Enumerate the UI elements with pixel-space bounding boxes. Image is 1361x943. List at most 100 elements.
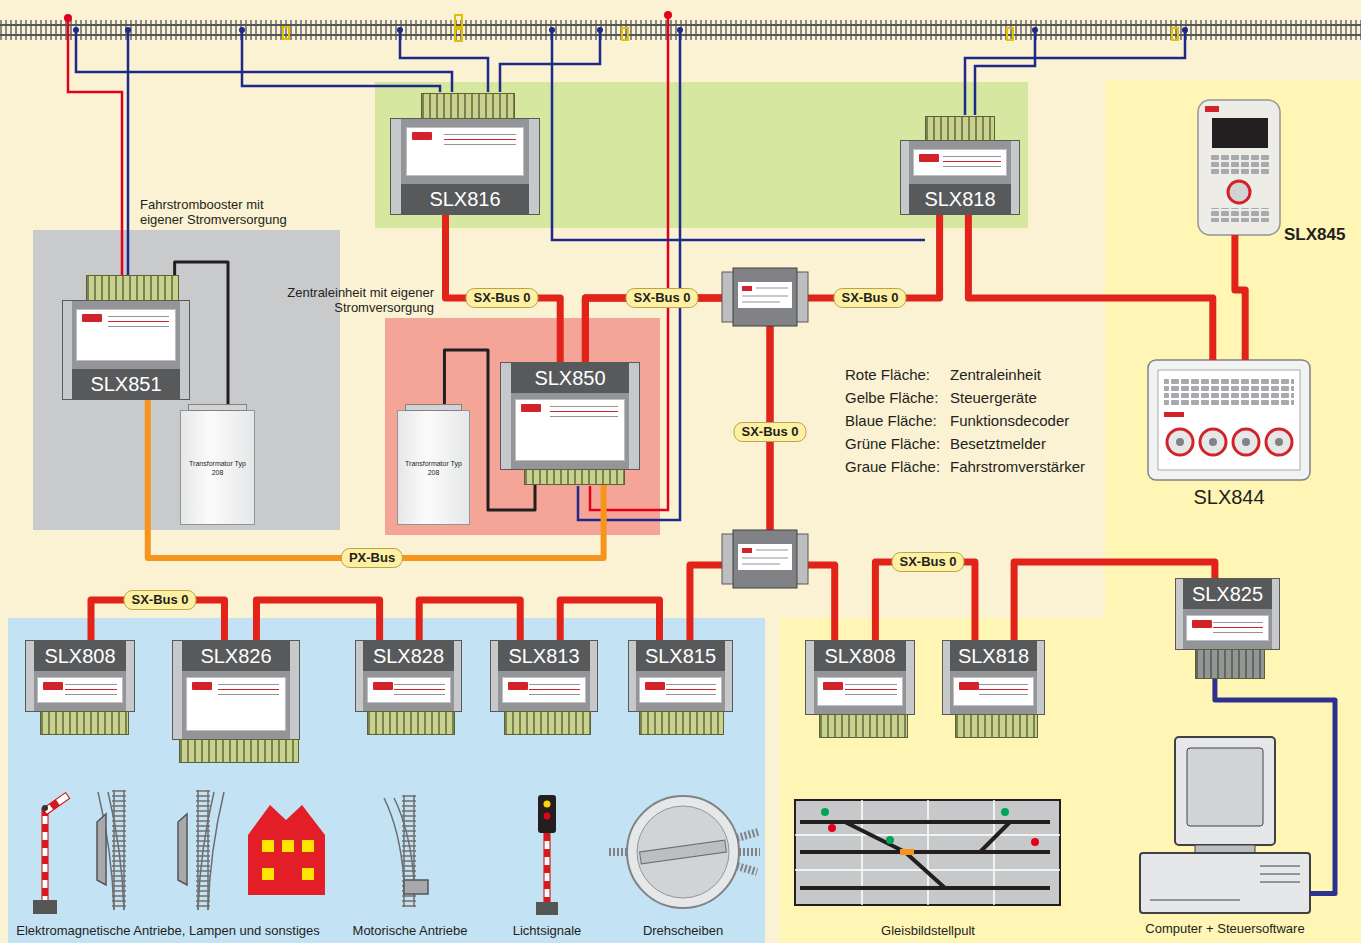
wire-contact xyxy=(597,27,603,33)
bus-distributor xyxy=(742,548,752,553)
track-diagram-panel xyxy=(886,836,894,844)
light-signal xyxy=(536,902,558,915)
track-wire xyxy=(76,30,452,92)
control-panel xyxy=(1164,412,1184,417)
terminal-strip xyxy=(86,275,179,301)
name-band: SLX828 xyxy=(363,641,453,671)
computer xyxy=(1140,853,1310,913)
motor-turnout xyxy=(404,880,428,894)
control-panel xyxy=(1148,360,1310,480)
maker-logo xyxy=(1192,620,1212,628)
bus-distributor xyxy=(738,282,792,308)
illustration-caption: Drehscheiben xyxy=(643,923,723,938)
legend-line-box: Gelbe Fläche: xyxy=(845,389,938,407)
house xyxy=(262,840,274,852)
function-decoder: SLX808 xyxy=(25,640,135,712)
wire-contact xyxy=(1182,27,1188,33)
device-label xyxy=(406,127,524,176)
semaphore-signal xyxy=(49,800,60,810)
turnout xyxy=(108,792,124,910)
transformer-label: Transformator Typ 208 xyxy=(184,459,251,477)
track-wire xyxy=(400,30,488,92)
transformer: Transformator Typ 208 xyxy=(397,410,470,525)
device-label xyxy=(817,677,903,706)
house xyxy=(262,868,274,880)
name-band: SLX818 xyxy=(909,184,1011,214)
house xyxy=(282,840,294,852)
control-panel xyxy=(1200,429,1226,455)
legend-line-box: Funktionsdecoder xyxy=(950,412,1069,430)
turntable xyxy=(608,796,760,908)
function-decoder: SLX813 xyxy=(490,640,598,712)
device-name: SLX813 xyxy=(508,645,579,667)
turnout-decoder: SLX826 xyxy=(172,640,300,740)
track-wire xyxy=(975,30,1035,115)
device-name: SLX851 xyxy=(90,373,161,395)
caption-box: SLX844 xyxy=(1193,486,1264,509)
terminal-strip xyxy=(639,711,723,735)
light-signal xyxy=(538,795,556,833)
wire-contact xyxy=(1032,27,1038,33)
terminal-strip xyxy=(421,93,516,119)
device-label xyxy=(186,677,287,731)
track-diagram-panel xyxy=(795,800,1060,905)
legend-text: Blaue Fläche: xyxy=(845,412,937,430)
name-band: SLX825 xyxy=(1183,579,1272,609)
semaphore-signal xyxy=(42,808,48,903)
house xyxy=(248,805,325,895)
computer xyxy=(1150,866,1300,900)
rail-insulator xyxy=(1007,28,1013,40)
green-area xyxy=(375,82,1028,228)
wire-contact xyxy=(125,27,131,33)
name-band: SLX808 xyxy=(34,641,127,671)
bus-distributor xyxy=(733,268,797,326)
legend-line-box: Steuergeräte xyxy=(950,389,1037,407)
caption-box: Elektromagnetische Antriebe, Lampen und … xyxy=(16,923,320,938)
device-name: SLX826 xyxy=(200,645,271,667)
label-print xyxy=(845,684,897,685)
computer: Computer + Steuersoftware xyxy=(1140,735,1310,915)
sx-bus-cable xyxy=(446,215,561,362)
track-wire xyxy=(552,30,925,240)
device-label xyxy=(953,677,1034,706)
wire-contact xyxy=(73,27,79,33)
caption-box: Motorische Antriebe xyxy=(353,923,468,938)
device-label xyxy=(37,677,123,703)
label-print xyxy=(529,684,580,685)
handheld-controller xyxy=(1198,100,1280,235)
turnout xyxy=(97,790,224,910)
track-diagram-panel xyxy=(1031,838,1039,846)
sx-bus-cable xyxy=(875,562,975,640)
house xyxy=(302,840,314,852)
rail-insulator xyxy=(455,29,462,41)
device-label xyxy=(515,399,625,461)
track-diagram-panel xyxy=(800,822,1050,888)
semaphore-signal xyxy=(33,900,57,914)
illustration-caption: Gleisbildstellpult xyxy=(881,923,975,938)
sx-bus-cable xyxy=(256,600,379,640)
name-band: SLX826 xyxy=(182,641,290,671)
label-print xyxy=(550,406,617,407)
turnout xyxy=(198,792,214,910)
device-label xyxy=(367,677,451,703)
red-area xyxy=(385,318,660,535)
bus-label-patch: SX-Bus 0 xyxy=(891,552,964,572)
rail-insulator xyxy=(283,27,289,39)
turntable xyxy=(627,796,739,908)
turntable xyxy=(640,840,727,864)
legend-line-box: Graue Fläche: xyxy=(845,458,940,476)
house xyxy=(248,805,325,895)
terminal-strip xyxy=(524,469,625,485)
handheld-controller xyxy=(1228,181,1250,203)
device-name: SLX808 xyxy=(824,645,895,667)
name-band: SLX813 xyxy=(498,641,589,671)
bus-distributor xyxy=(742,550,788,564)
sx-bus-cable xyxy=(968,215,1212,360)
rail-insulator xyxy=(1172,28,1178,40)
blue-area xyxy=(8,618,765,943)
label-print xyxy=(65,684,117,685)
motor-turnout xyxy=(384,798,404,880)
area-heading-box: Fahrstrombooster mit eigener Stromversor… xyxy=(140,197,300,227)
handheld-controller xyxy=(1210,155,1270,176)
transformer-terminal xyxy=(405,404,462,411)
